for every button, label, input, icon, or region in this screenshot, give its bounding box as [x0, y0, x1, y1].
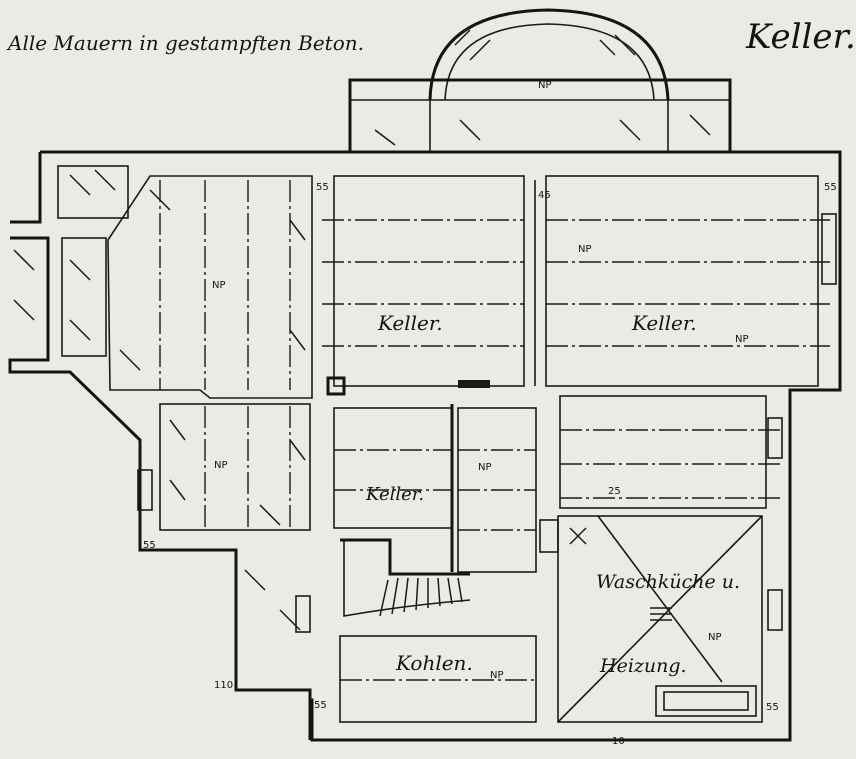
lower-left-room: NP 55 110: [143, 403, 311, 691]
label-heizung: Heizung.: [599, 655, 687, 677]
room-keller-right: Keller. NP NP 55 45: [534, 175, 837, 387]
label-keller-small: Keller.: [365, 484, 424, 505]
concrete-note: Alle Mauern in gestampften Beton.: [6, 31, 364, 55]
np-mark-right-a: NP: [578, 244, 592, 255]
bay-projection: NP: [348, 8, 732, 154]
dim-55-right: 55: [824, 182, 837, 193]
plan-title: Keller.: [745, 17, 856, 57]
label-keller-right: Keller.: [631, 311, 697, 335]
np-mark-kohlen: NP: [490, 670, 504, 681]
dim-55-wasch: 55: [766, 702, 779, 713]
chimney-block: [458, 380, 490, 388]
dim-10: 10: [612, 736, 625, 747]
dim-55-bottom: 55: [314, 700, 327, 711]
left-wing: NP 55: [13, 165, 329, 399]
label-keller-center: Keller.: [377, 311, 443, 335]
dim-55-lower-left: 55: [143, 540, 156, 551]
dim-25: 25: [608, 486, 621, 497]
dim-110: 110: [214, 680, 233, 691]
np-mark-small: NP: [478, 462, 492, 473]
label-waschkueche: Waschküche u.: [596, 571, 740, 593]
outer-walls: [8, 150, 842, 742]
dim-55-left: 55: [316, 182, 329, 193]
room-keller-small: Keller. NP: [333, 380, 537, 573]
room-kohlen: Kohlen. NP 55 10: [314, 635, 625, 747]
np-mark-wasch: NP: [708, 632, 722, 643]
stairs: [340, 538, 471, 617]
room-keller-center: Keller.: [322, 175, 525, 396]
right-middle-area: 25: [559, 395, 780, 509]
label-kohlen: Kohlen.: [395, 651, 473, 675]
np-mark-right-b: NP: [735, 334, 749, 345]
np-mark-left: NP: [212, 280, 226, 291]
np-mark-lower-left: NP: [214, 460, 228, 471]
np-mark-bay: NP: [538, 80, 552, 91]
room-waschkueche: Waschküche u. Heizung. NP 55: [539, 515, 779, 723]
window-marks: [137, 417, 783, 633]
dim-45: 45: [538, 190, 551, 201]
